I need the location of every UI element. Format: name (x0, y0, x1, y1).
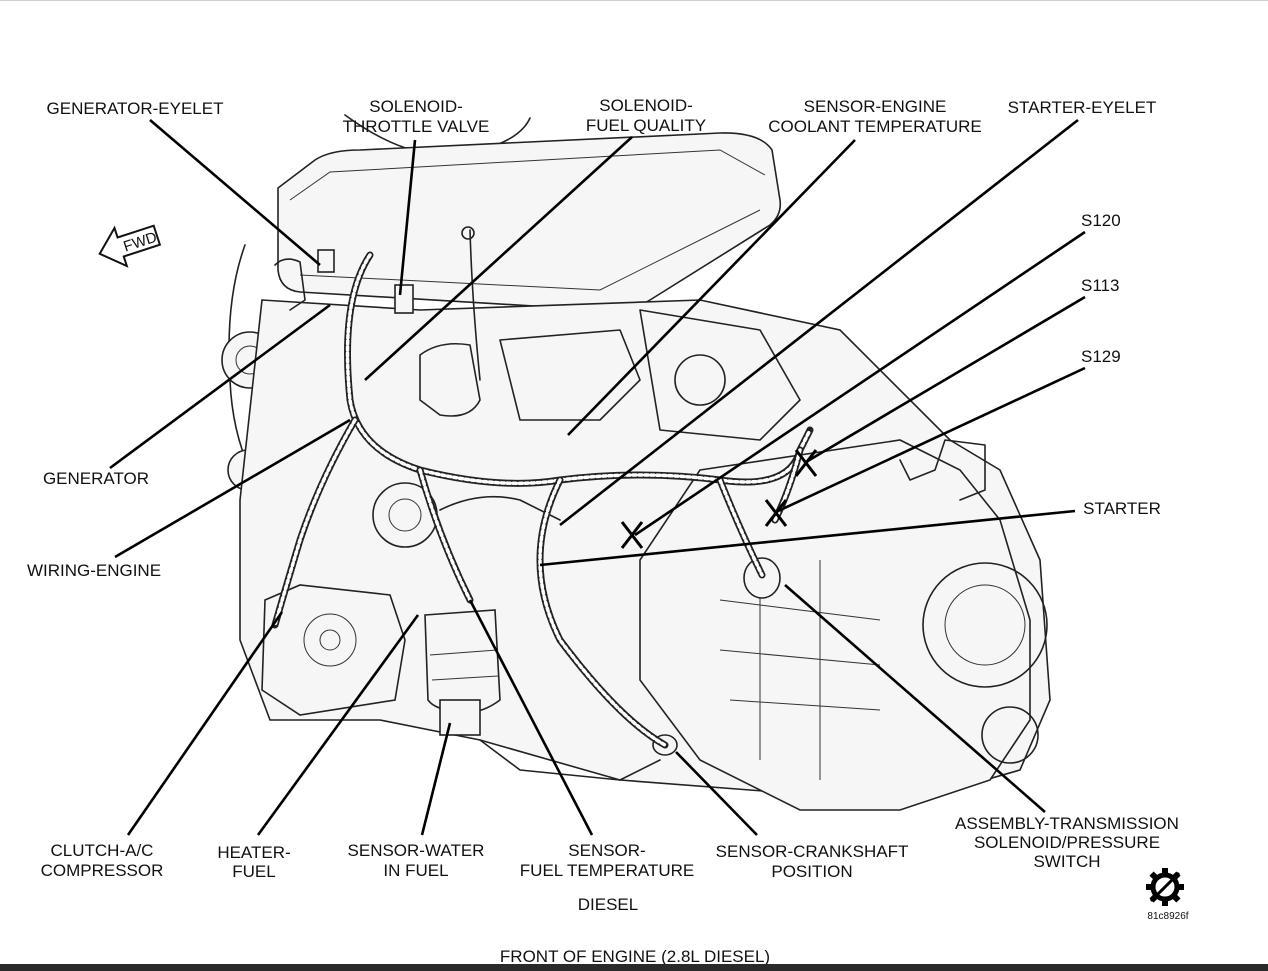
leader-lines (109, 118, 1086, 836)
label-sensor-coolant-1: SENSOR-ENGINE (804, 97, 947, 116)
label-crank-1: SENSOR-CRANKSHAFT (716, 842, 909, 861)
label-heater-2: FUEL (232, 862, 275, 881)
image-code: 81c8926f (1147, 911, 1188, 922)
engine-illustration (221, 114, 1051, 811)
label-solenoid-throttle-1: SOLENOID- (369, 97, 463, 116)
label-trans-3: SWITCH (1033, 852, 1100, 871)
label-clutch-1: CLUTCH-A/C (51, 841, 154, 860)
label-fueltemp-1: SENSOR- (568, 841, 645, 860)
label-crank-2: POSITION (771, 862, 852, 881)
label-heater-1: HEATER- (217, 843, 290, 862)
label-fueltemp-2: FUEL TEMPERATURE (520, 861, 694, 880)
gear-service-icon (1146, 868, 1184, 906)
label-generator: GENERATOR (43, 469, 149, 488)
label-solenoid-fuel-1: SOLENOID- (599, 96, 693, 115)
caption-front-of-engine: FRONT OF ENGINE (2.8L DIESEL) (500, 947, 770, 966)
label-diesel: DIESEL (578, 895, 638, 914)
label-solenoid-throttle-2: THROTTLE VALVE (343, 117, 490, 136)
callout-labels: GENERATOR-EYELET SOLENOID- THROTTLE VALV… (27, 96, 1179, 966)
splice-marks (620, 449, 818, 549)
label-trans-2: SOLENOID/PRESSURE (974, 833, 1160, 852)
label-water-1: SENSOR-WATER (348, 841, 485, 860)
fwd-arrow-icon: FWD (98, 224, 162, 268)
label-solenoid-fuel-2: FUEL QUALITY (586, 116, 706, 135)
label-generator-eyelet: GENERATOR-EYELET (47, 99, 224, 118)
label-s129: S129 (1081, 347, 1121, 366)
label-s113: S113 (1081, 276, 1119, 295)
label-starter: STARTER (1083, 499, 1161, 518)
wiring-harness (271, 251, 814, 749)
label-clutch-2: COMPRESSOR (41, 861, 164, 880)
label-s120: S120 (1081, 211, 1121, 230)
label-sensor-coolant-2: COOLANT TEMPERATURE (768, 117, 981, 136)
label-trans-1: ASSEMBLY-TRANSMISSION (955, 814, 1179, 833)
label-water-2: IN FUEL (383, 861, 448, 880)
label-wiring-engine: WIRING-ENGINE (27, 561, 161, 580)
top-rule (0, 0, 1268, 1)
label-starter-eyelet: STARTER-EYELET (1008, 98, 1157, 117)
bottom-bar (0, 964, 1268, 971)
